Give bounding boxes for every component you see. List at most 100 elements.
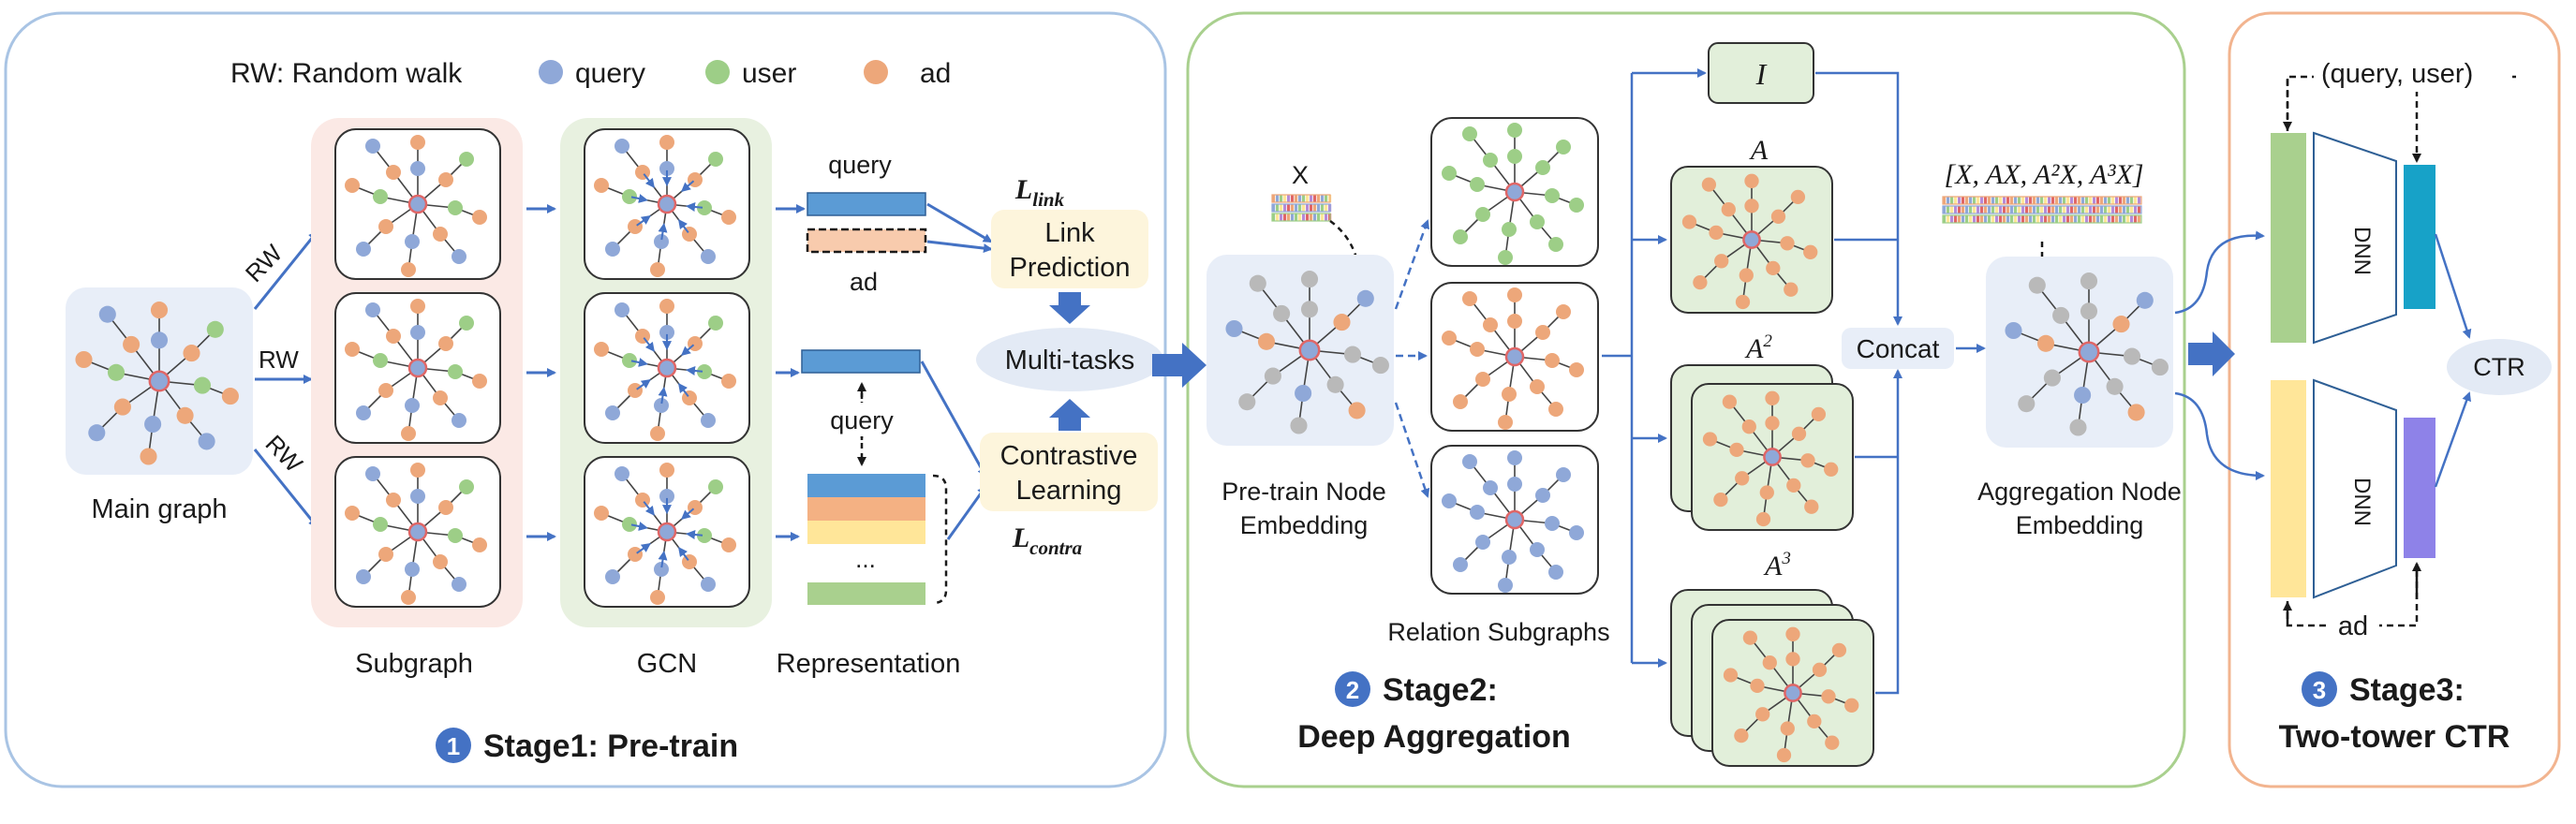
graph-node: [1784, 282, 1799, 297]
graph-node: [1681, 214, 1697, 229]
graph-node: [438, 336, 453, 351]
stage3-title-line1: Stage3:: [2349, 672, 2465, 708]
graph-node: [594, 342, 609, 357]
graph-node: [1442, 493, 1457, 508]
embedding-cell: [1976, 215, 1980, 223]
embedding-cell: [2014, 206, 2018, 213]
graph-node: [448, 364, 463, 379]
graph-node: [1569, 525, 1584, 540]
embedding-cell: [2025, 215, 2029, 223]
graph-node: [614, 466, 629, 481]
embedding-cell: [2138, 206, 2141, 213]
graph-node: [386, 165, 401, 180]
graph-node: [697, 200, 712, 215]
graph-node: [1729, 442, 1744, 458]
embedding-cell: [2006, 197, 2010, 204]
rep-query-mid-label: query: [830, 406, 894, 434]
graph-node: [2136, 291, 2154, 309]
embedding-cell: [1962, 215, 1965, 223]
top-tower-dnn: [2313, 131, 2397, 345]
embedding-cell: [1310, 204, 1313, 212]
graph-node: [1545, 353, 1560, 368]
graph-node: [373, 517, 388, 532]
graph-node: [386, 493, 401, 508]
embedding-cell: [2100, 215, 2104, 223]
graph-node: [1742, 630, 1758, 645]
graph-node: [1507, 314, 1522, 329]
graph-node: [721, 537, 736, 552]
embedding-cell: [1954, 215, 1958, 223]
embedding-cell: [1947, 215, 1950, 223]
graph-node: [198, 433, 215, 450]
embedding-row: [1271, 203, 1331, 213]
embedding-cell: [2123, 215, 2126, 223]
graph-node: [1791, 426, 1807, 441]
representation-label: Representation: [777, 649, 961, 679]
graph-node: [654, 398, 669, 413]
embedding-cell: [2119, 206, 2123, 213]
gcn-message-arrow: [678, 546, 689, 562]
embedding-cell: [2085, 215, 2089, 223]
graph-node: [2123, 347, 2141, 365]
embedding-cell: [1962, 206, 1965, 213]
graph-node: [1300, 301, 1319, 318]
gcn-message-arrow: [658, 551, 668, 568]
embedding-cell: [1969, 197, 1973, 204]
gcn-message-arrow: [680, 508, 695, 521]
graph-node: [1721, 202, 1736, 217]
graph-node: [1507, 123, 1522, 138]
relation-subgraphs-label: Relation Subgraphs: [1387, 618, 1609, 646]
multi-tasks-label: Multi-tasks: [1005, 346, 1135, 375]
graph-node: [1739, 268, 1754, 283]
graph-node: [1744, 173, 1759, 188]
graph-node: [628, 383, 643, 398]
graph-node: [1714, 254, 1729, 269]
stage3-panel: [2228, 11, 2561, 788]
graph-node: [1844, 698, 1859, 713]
embedding-cell: [1995, 197, 1999, 204]
graph-node: [1759, 485, 1774, 500]
graph-node: [459, 316, 474, 331]
graph-node: [2028, 276, 2046, 294]
embedding-cell: [2059, 215, 2063, 223]
stage1-title: Stage1: Pre-train: [483, 728, 738, 764]
graph-node: [2052, 306, 2070, 324]
rep-stack-green: [807, 582, 925, 605]
embedding-cell: [2036, 197, 2040, 204]
center-node: [407, 522, 428, 542]
graph-node: [1535, 488, 1550, 503]
graph-node: [1734, 728, 1749, 743]
embedding-cell: [2036, 215, 2040, 223]
graph-node: [650, 426, 665, 441]
graph-node: [1811, 406, 1827, 422]
embedding-cell: [1298, 195, 1302, 202]
aggregation-graph: [2005, 272, 2169, 436]
embedding-cell: [1958, 206, 1962, 213]
graph-node: [1535, 160, 1550, 175]
bottom-tower-output: [2404, 418, 2435, 558]
aggregation-line1: Aggregation Node: [1977, 478, 2182, 506]
embedding-cell: [2070, 197, 2074, 204]
graph-node: [472, 210, 487, 225]
embedding-cell: [1280, 195, 1283, 202]
center-node: [1504, 346, 1525, 367]
graph-node: [1723, 668, 1739, 683]
embedding-cell: [2108, 197, 2111, 204]
a2-graph: [1702, 390, 1839, 527]
graph-node: [2080, 302, 2098, 320]
graph-node: [1722, 394, 1738, 409]
embedding-cell: [1950, 206, 1954, 213]
embedding-cell: [1295, 213, 1298, 221]
rep-link-arrow-1: [926, 202, 993, 243]
embedding-cell: [2130, 215, 2134, 223]
graph-node: [2069, 419, 2087, 436]
x-embedding-bar: [1271, 194, 1332, 222]
stage3-title-line2: Two-tower CTR: [2279, 719, 2510, 755]
embedding-cell: [1298, 204, 1302, 212]
embedding-cell: [1999, 215, 2003, 223]
graph-node: [378, 219, 393, 234]
graph-node: [2106, 377, 2124, 395]
relation-graph-3: [1442, 450, 1584, 593]
a3-to-concat: [1875, 369, 1902, 695]
query-user-label-bg: [2314, 54, 2512, 92]
